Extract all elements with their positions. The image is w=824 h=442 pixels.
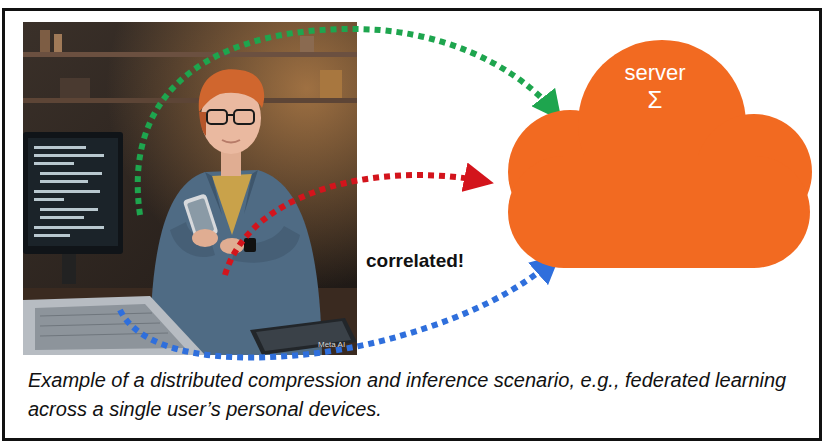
server-cloud: serverΣ [492,34,818,270]
blue-dotted-arrow [120,258,556,358]
node-symbol: Σ [492,86,818,115]
red-dotted-arrow [225,175,488,275]
node-title: server [492,60,818,86]
caption: Example of a distributed compression and… [28,366,803,424]
annotation-label: correlated! [364,250,466,272]
watermark: Meta AI [318,340,345,349]
green-dotted-arrow [138,29,558,215]
